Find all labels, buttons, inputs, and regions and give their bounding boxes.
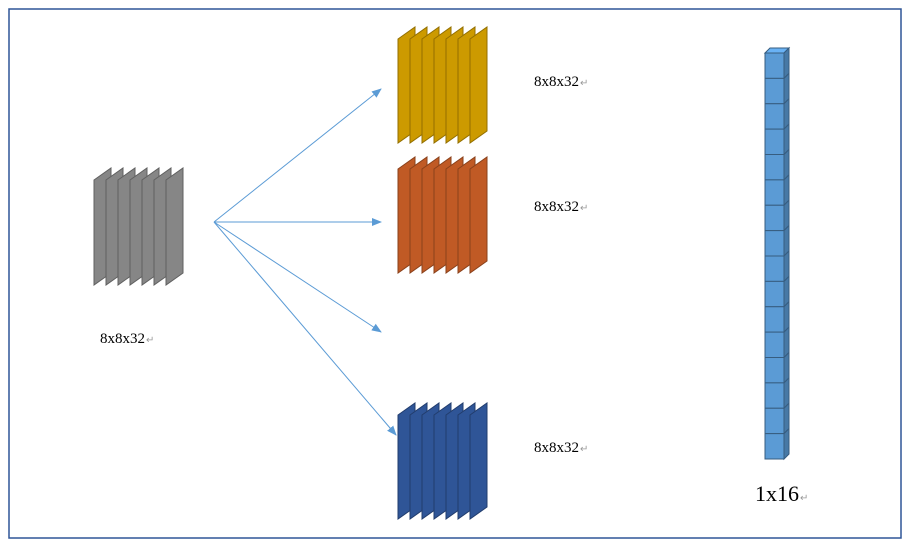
vector-label: 1x16↵ — [755, 481, 809, 506]
vector-cell — [764, 52, 785, 79]
input-stack-slice — [165, 167, 184, 286]
vector-cell — [764, 204, 785, 232]
blue-stack-slice — [469, 402, 488, 520]
vector-1x16 — [763, 46, 791, 461]
vector-cell — [764, 407, 785, 435]
vector-cell — [764, 77, 785, 105]
return-mark: ↵ — [580, 444, 589, 455]
yellow-stack-slice — [469, 26, 488, 144]
vector-cell — [764, 154, 785, 181]
input-stack-label: 8x8x32↵ — [100, 331, 155, 347]
vector-cell — [764, 230, 785, 257]
input-feature-map-stack — [93, 167, 184, 286]
blue-stack-label: 8x8x32↵ — [534, 440, 589, 456]
vector-cell — [764, 280, 785, 308]
arrow-to-yellow-stack — [213, 88, 382, 223]
output-stack-blue — [397, 402, 488, 520]
orange-stack-slice — [469, 156, 488, 274]
vector-cell-side — [783, 427, 790, 461]
vector-cell — [764, 433, 785, 460]
vector-cell — [764, 179, 785, 206]
return-mark: ↵ — [580, 203, 589, 214]
orange-stack-label: 8x8x32↵ — [534, 199, 589, 215]
return-mark: ↵ — [146, 335, 155, 346]
vector-cell — [764, 306, 785, 333]
output-stack-yellow — [397, 26, 488, 144]
arrow-to-empty-slot — [213, 221, 382, 333]
frame-border — [8, 8, 902, 539]
vector-cell — [764, 128, 785, 155]
yellow-stack-label: 8x8x32↵ — [534, 74, 589, 90]
vector-cell — [764, 103, 785, 130]
arrow-to-blue-stack — [213, 221, 397, 436]
vector-cell — [764, 255, 785, 282]
arrows-group — [213, 88, 397, 436]
vector-cell — [764, 331, 785, 358]
vector-cell — [764, 357, 785, 384]
output-stack-orange — [397, 156, 488, 274]
vector-cell — [764, 382, 785, 409]
return-mark: ↵ — [800, 493, 809, 504]
return-mark: ↵ — [580, 78, 589, 89]
